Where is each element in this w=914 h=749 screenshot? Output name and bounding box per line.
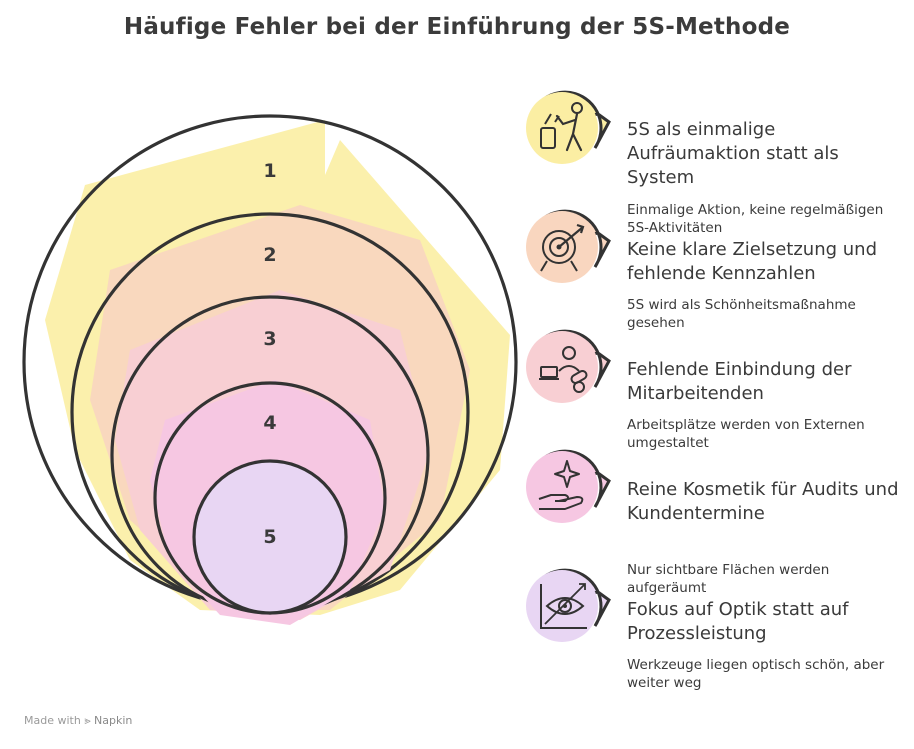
page-title: Häufige Fehler bei der Einführung der 5S… bbox=[123, 14, 791, 40]
item-title-5: Fokus auf Optik statt auf Prozessleistun… bbox=[627, 599, 849, 644]
ring-number-5: 5 bbox=[263, 526, 276, 548]
ring-number-3: 3 bbox=[263, 328, 276, 350]
item-title-4: Reine Kosmetik für Audits und Kundenterm… bbox=[627, 479, 899, 524]
ring-number-4: 4 bbox=[263, 412, 276, 434]
item-description-1: Einmalige Aktion, keine regelmäßigen 5S-… bbox=[627, 202, 884, 236]
eye-chart-icon bbox=[526, 568, 611, 642]
item-title-3: Fehlende Einbindung der Mitarbeitenden bbox=[627, 359, 852, 404]
ring-number-1: 1 bbox=[263, 160, 276, 182]
item-title-1: 5S als einmalige Aufräumaktion statt als… bbox=[627, 119, 839, 188]
cleaning-person-icon bbox=[526, 90, 611, 164]
hand-sparkle-icon bbox=[526, 449, 611, 523]
footer-made-with: Made with bbox=[24, 714, 81, 727]
item-title-2: Keine klare Zielsetzung und fehlende Ken… bbox=[627, 239, 878, 284]
item-description-3: Arbeitsplätze werden von Externen umgest… bbox=[627, 417, 865, 451]
footer-brand[interactable]: Napkin bbox=[94, 714, 133, 727]
footer: Made with ⪢ Napkin bbox=[24, 714, 132, 728]
target-arrow-icon bbox=[526, 209, 611, 283]
person-laptop-pills-icon bbox=[526, 329, 611, 403]
item-description-4: Nur sichtbare Flächen werden aufgeräumt bbox=[627, 562, 830, 596]
item-description-2: 5S wird als Schönheitsmaßnahme gesehen bbox=[627, 297, 856, 331]
napkin-logo-icon: ⪢ bbox=[84, 714, 91, 727]
item-description-5: Werkzeuge liegen optisch schön, aber wei… bbox=[627, 657, 885, 691]
ring-5: 5 bbox=[192, 459, 348, 615]
ring-number-2: 2 bbox=[263, 244, 276, 266]
